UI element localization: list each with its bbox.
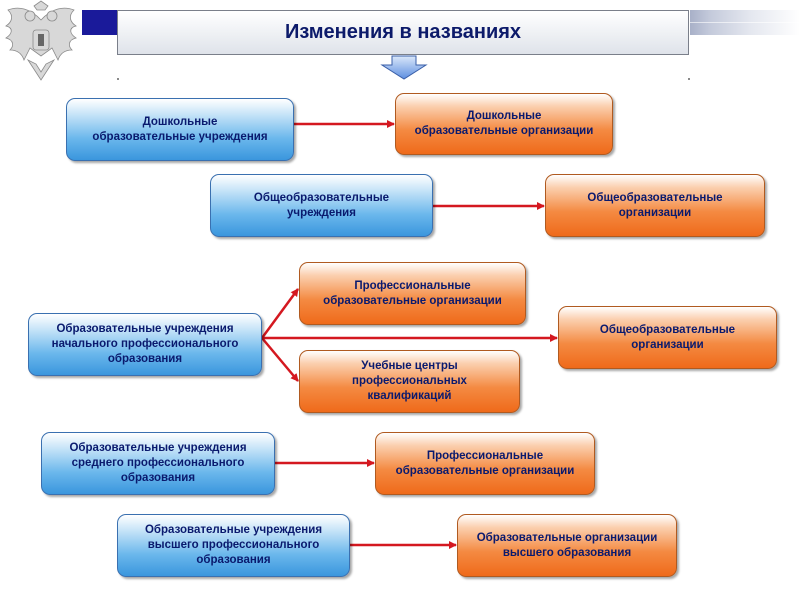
double-headed-eagle-emblem-icon bbox=[5, 0, 77, 81]
box-label: Профессиональные образовательные организ… bbox=[323, 279, 502, 307]
box-vocational-organizations-2: Профессиональные образовательные организ… bbox=[375, 432, 595, 495]
box-label: Общеобразовательные организации bbox=[599, 323, 736, 351]
box-label: Образовательные учреждения начального пр… bbox=[51, 323, 239, 365]
corner-dot bbox=[117, 78, 119, 80]
box-label: Дошкольные образовательные учреждения bbox=[92, 115, 268, 143]
box-qualification-centers: Учебные центры профессиональных квалифик… bbox=[299, 350, 520, 413]
box-label: Учебные центры профессиональных квалифик… bbox=[352, 360, 467, 402]
box-label: Дошкольные образовательные организации bbox=[414, 110, 594, 137]
box-label: Общеобразовательные учреждения bbox=[253, 191, 390, 219]
title-box: Изменения в названиях bbox=[117, 10, 689, 55]
header-band-left bbox=[82, 10, 122, 35]
box-preschool-organizations: Дошкольные образовательные организации bbox=[395, 93, 613, 155]
box-vocational-organizations: Профессиональные образовательные организ… bbox=[299, 262, 526, 325]
box-label: Общеобразовательные организации bbox=[587, 191, 723, 219]
box-label: Образовательные учреждения среднего проф… bbox=[69, 442, 247, 484]
box-preschool-institutions: Дошкольные образовательные учреждения bbox=[66, 98, 294, 161]
box-higher-education-organizations: Образовательные организации высшего обра… bbox=[457, 514, 677, 577]
box-general-institutions: Общеобразовательные учреждения bbox=[210, 174, 433, 237]
box-general-organizations-2: Общеобразовательные организации bbox=[558, 306, 777, 369]
header-band-stripe bbox=[690, 22, 800, 23]
box-secondary-vocational-institutions: Образовательные учреждения среднего проф… bbox=[41, 432, 275, 495]
box-general-organizations: Общеобразовательные организации bbox=[545, 174, 765, 237]
page-title: Изменения в названиях bbox=[284, 21, 522, 43]
arrow-row3-top bbox=[260, 288, 300, 339]
corner-dot bbox=[688, 78, 690, 80]
arrow-row3-bottom bbox=[261, 337, 299, 382]
box-label: Образовательные учреждения высшего профе… bbox=[144, 524, 323, 566]
box-label: Профессиональные образовательные организ… bbox=[395, 449, 575, 477]
box-primary-vocational-institutions: Образовательные учреждения начального пр… bbox=[28, 313, 262, 376]
box-label: Образовательные организации высшего обра… bbox=[476, 531, 658, 559]
box-higher-vocational-institutions: Образовательные учреждения высшего профе… bbox=[117, 514, 350, 577]
down-arrow-icon bbox=[380, 55, 428, 80]
